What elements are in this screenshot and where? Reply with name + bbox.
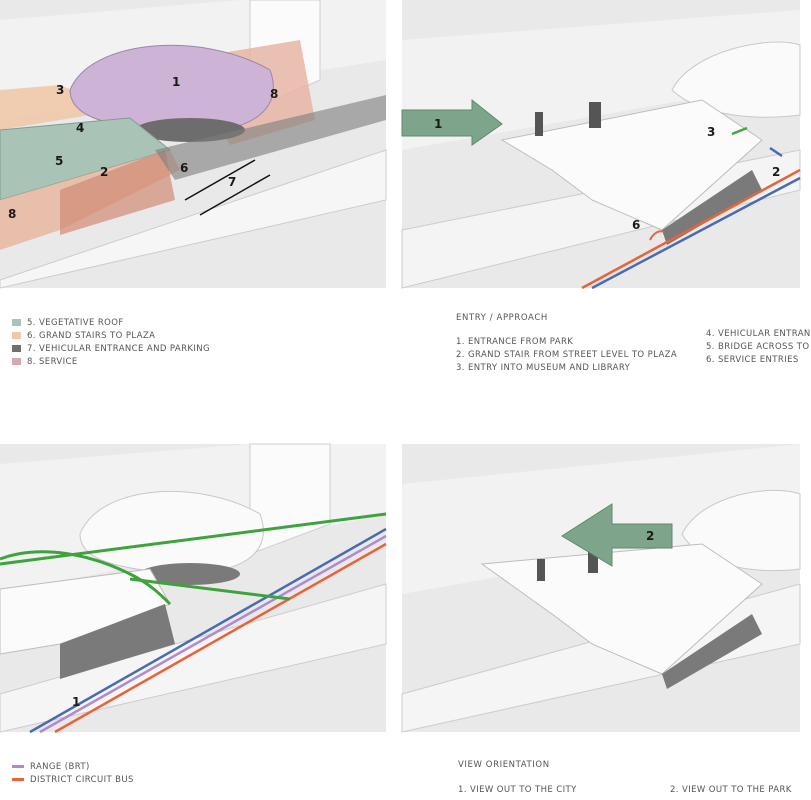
legend-item: RANGE (BRT) <box>12 760 134 773</box>
view-orientation-panel: 2 <box>401 444 801 733</box>
bridge-pier-b <box>589 102 601 128</box>
parking-facade <box>662 170 762 245</box>
label-8-upper: 8 <box>270 87 278 101</box>
view-orientation-diagram: 2 <box>401 444 801 733</box>
legend-heading: VIEW ORIENTATION <box>458 760 550 770</box>
label-2: 2 <box>772 165 780 179</box>
program-diagram: 1 3 8 4 5 2 6 7 8 <box>0 0 387 289</box>
vehicular-entrance <box>155 95 386 180</box>
route-green-a <box>0 512 387 566</box>
legend-label: 5. VEGETATIVE ROOF <box>27 317 124 328</box>
entrance-line-b <box>199 174 271 216</box>
label-3: 3 <box>707 125 715 139</box>
legend-dash <box>12 765 24 768</box>
label-1: 1 <box>172 75 180 89</box>
program-legend: 5. VEGETATIVE ROOF 6. GRAND STAIRS TO PL… <box>12 316 210 368</box>
bus-route-orange <box>581 168 801 290</box>
legend-item: DISTRICT CIRCUIT BUS <box>12 773 134 786</box>
bus-route-blue <box>591 176 801 290</box>
ground-plane <box>402 10 800 150</box>
legend-dash <box>12 778 24 781</box>
museum-volume <box>79 491 264 574</box>
label-1: 1 <box>72 695 80 709</box>
legend-item: 3. ENTRY INTO MUSEUM AND LIBRARY <box>456 363 631 373</box>
legend-swatch <box>12 358 21 365</box>
park-entrance-arrow <box>401 98 503 146</box>
legend-label: 6. GRAND STAIRS TO PLAZA <box>27 330 156 341</box>
entrance-line-a <box>184 159 256 201</box>
label-6: 6 <box>180 161 188 175</box>
legend-item: 8. SERVICE <box>12 355 210 368</box>
legend-heading: ENTRY / APPROACH <box>456 313 548 323</box>
label-4: 4 <box>76 121 84 135</box>
legend-label: 7. VEHICULAR ENTRANCE AND PARKING <box>27 343 211 354</box>
legend-item: 5. VEGETATIVE ROOF <box>12 316 210 329</box>
label-3: 3 <box>56 83 64 97</box>
legend-item: 1. VIEW OUT TO THE CITY <box>458 785 577 795</box>
library-drum <box>140 563 240 585</box>
entry-approach-diagram: 1 3 2 6 <box>401 10 801 290</box>
legend-item: 6. GRAND STAIRS TO PLAZA <box>12 329 210 342</box>
program-diagram-panel: 1 3 8 4 5 2 6 7 8 <box>0 0 387 289</box>
legend-item: 5. BRIDGE ACROSS TO <box>706 342 810 352</box>
parking-facade <box>662 614 762 689</box>
service-arrow <box>649 230 665 241</box>
parking-facade <box>60 604 175 679</box>
street-plane <box>0 149 387 289</box>
transit-legend: RANGE (BRT) DISTRICT CIRCUIT BUS <box>12 760 134 786</box>
route-green-c <box>129 577 291 601</box>
bridge-pier-a <box>535 112 543 136</box>
parking-facade <box>60 150 175 235</box>
transit-panel: 1 <box>0 443 387 734</box>
route-purple <box>39 534 387 734</box>
stairs-zone <box>0 85 120 130</box>
legend-item: 6. SERVICE ENTRIES <box>706 355 799 365</box>
legend-swatch <box>12 319 21 326</box>
legend-label: RANGE (BRT) <box>30 761 90 772</box>
legend-item: 2. GRAND STAIR FROM STREET LEVEL TO PLAZ… <box>456 350 678 360</box>
museum-entry-arrow <box>731 126 748 136</box>
legend-swatch <box>12 345 21 352</box>
legend-item: 7. VEHICULAR ENTRANCE AND PARKING <box>12 342 210 355</box>
park-view-arrow <box>561 503 673 567</box>
label-6: 6 <box>632 218 640 232</box>
label-2: 2 <box>100 165 108 179</box>
bridge-pier-b <box>588 549 598 573</box>
legend-label: DISTRICT CIRCUIT BUS <box>30 774 134 785</box>
route-green-b <box>0 550 172 606</box>
route-blue <box>29 527 387 734</box>
bridge-pier-a <box>537 559 545 581</box>
entry-approach-panel: 1 3 2 6 <box>401 0 801 290</box>
label-7: 7 <box>228 175 236 189</box>
transit-diagram: 1 <box>0 443 387 734</box>
stair-arrow <box>769 146 783 158</box>
label-2: 2 <box>646 529 654 543</box>
legend-item: 4. VEHICULAR ENTRAN <box>706 329 811 339</box>
legend-item: 1. ENTRANCE FROM PARK <box>456 337 574 347</box>
label-8-lower: 8 <box>8 207 16 221</box>
legend-label: 8. SERVICE <box>27 356 78 367</box>
legend-item: 2. VIEW OUT TO THE PARK <box>670 785 792 795</box>
route-orange <box>54 542 387 734</box>
label-5: 5 <box>55 154 63 168</box>
legend-swatch <box>12 332 21 339</box>
view-orientation-legend: VIEW ORIENTATION 1. VIEW OUT TO THE CITY… <box>458 760 800 795</box>
entry-approach-legend: ENTRY / APPROACH 1. ENTRANCE FROM PARK 2… <box>456 313 810 373</box>
label-1: 1 <box>434 117 442 131</box>
